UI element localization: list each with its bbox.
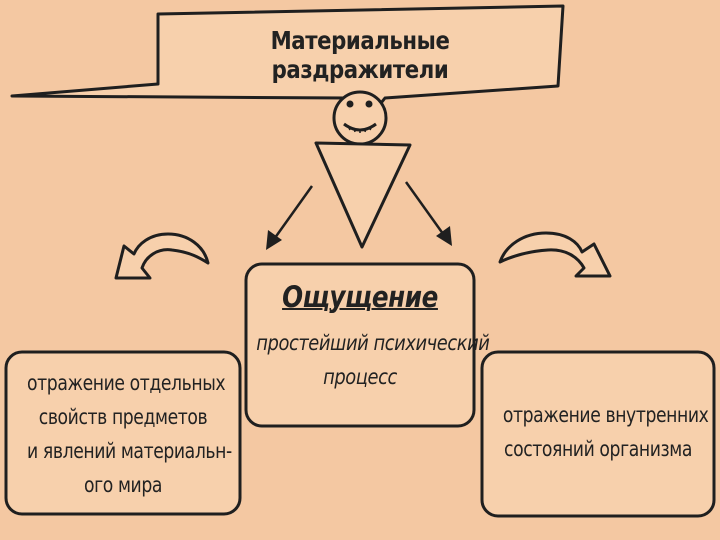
right-line: отражение внутренних <box>502 403 709 427</box>
smiley-teeth <box>347 125 373 133</box>
center-heading: Ощущение <box>282 280 438 314</box>
right-line: состояний организма <box>504 437 692 461</box>
left-line: свойств предметов <box>38 405 208 429</box>
center-line: процесс <box>323 365 397 389</box>
arrow-down-right-icon <box>404 181 452 246</box>
smiley-eye-left <box>346 100 354 108</box>
right-box <box>480 350 716 518</box>
smiley-eye-right <box>365 100 373 108</box>
center-line: простейший психический <box>256 331 490 355</box>
curved-arrow-left-icon <box>114 232 210 280</box>
left-line: и явлений материальн- <box>27 439 232 463</box>
center-box <box>244 262 476 428</box>
smiley-head <box>332 90 388 146</box>
left-description: отражение отдельных свойств предметов и … <box>27 366 232 502</box>
title-text: Материальные раздражители <box>270 26 450 84</box>
triangle-body <box>314 141 412 249</box>
arrow-down-left-icon <box>266 185 314 250</box>
smiley-figure-icon <box>314 90 412 249</box>
left-line: отражение отдельных <box>27 371 226 395</box>
curved-arrow-right-icon <box>498 231 612 278</box>
left-line: ого мира <box>84 473 162 497</box>
right-description: отражение внутренних состояний организма <box>502 398 709 466</box>
center-description: простейший психический процесс <box>256 326 490 394</box>
left-box <box>4 350 242 516</box>
